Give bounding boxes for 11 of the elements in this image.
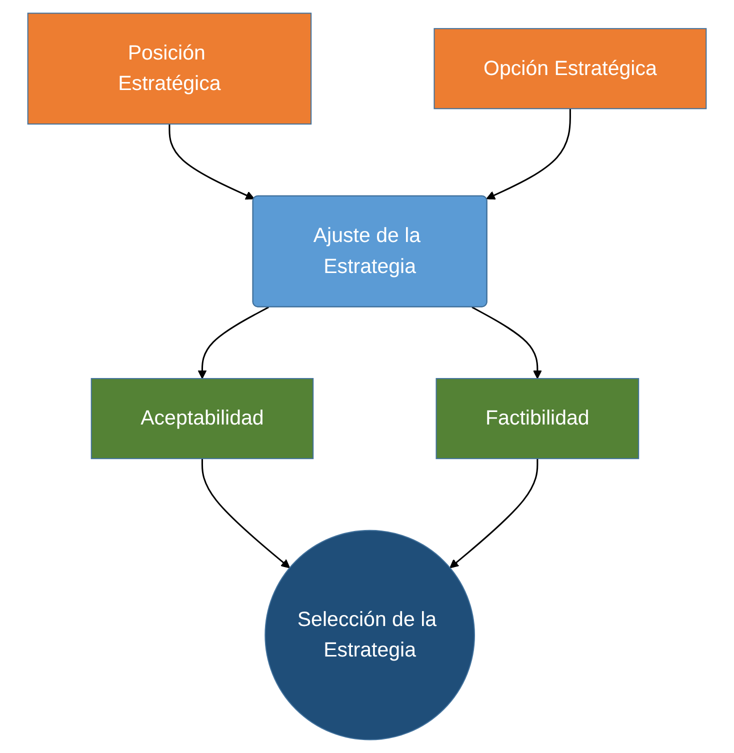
node-circle: Selección de la Estrategia: [264, 530, 476, 740]
node-box: Aceptabilidad: [90, 378, 314, 460]
arrow: [450, 458, 538, 568]
arrow: [201, 458, 290, 568]
arrow: [198, 306, 270, 379]
node-box: Posición Estratégica: [27, 12, 312, 125]
arrow: [472, 306, 542, 379]
arrow: [168, 124, 255, 200]
node-box: Opción Estratégica: [434, 28, 707, 110]
node-box: Factibilidad: [436, 378, 640, 460]
arrow: [486, 108, 571, 200]
